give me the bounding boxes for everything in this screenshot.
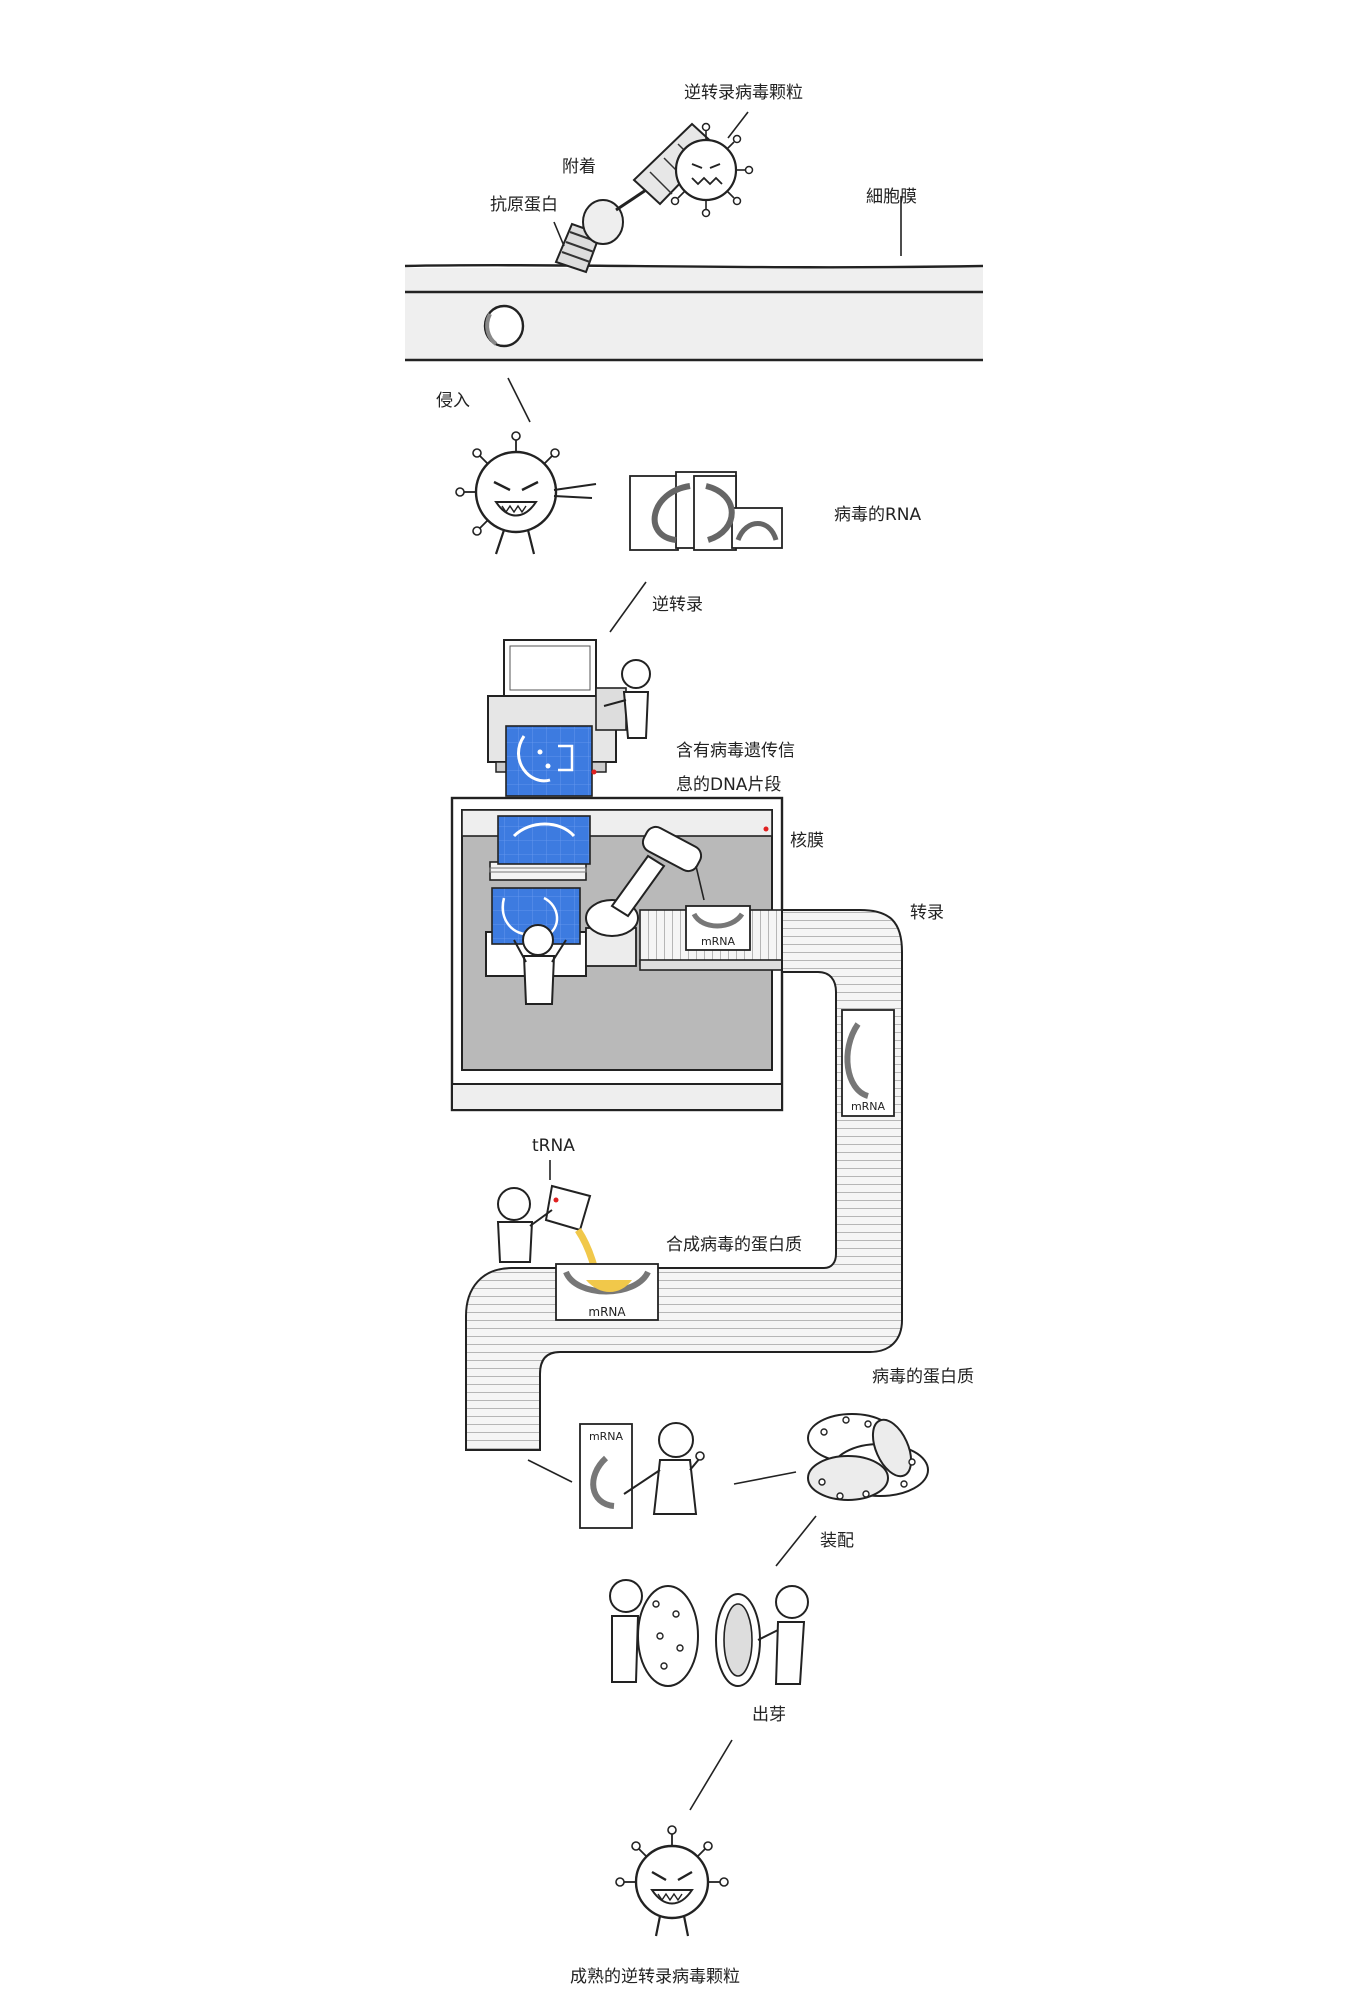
leader-line [528, 1460, 572, 1482]
mrna-card-vertical: mRNA [842, 1010, 894, 1116]
label-antigen-protein: 抗原蛋白 [490, 190, 558, 215]
mrna-tag: mRNA [588, 1305, 626, 1319]
leader-line [554, 222, 564, 246]
budding-scene [616, 1740, 732, 1936]
leader-line [728, 112, 748, 138]
retrovirus-invader [456, 432, 596, 554]
label-dna-fragment-line2: 息的DNA片段 [676, 770, 781, 795]
leader-line [776, 1516, 816, 1566]
blueprint-stack [490, 816, 590, 880]
assembly-workers [610, 1580, 808, 1686]
marker-dot [554, 1198, 559, 1203]
label-viral-rna: 病毒的RNA [834, 500, 921, 525]
label-mature-particle: 成熟的逆转录病毒颗粒 [570, 1962, 740, 1987]
label-transcription: 转录 [910, 898, 944, 923]
viral-rna-tiles [630, 472, 782, 550]
mrna-tag: mRNA [851, 1100, 886, 1113]
mrna-card-translation: mRNA [556, 1264, 658, 1320]
viral-protein-shells [808, 1414, 928, 1500]
leader-line [690, 1740, 732, 1810]
leader-line [508, 378, 530, 422]
label-retrovirus-particle: 逆转录病毒颗粒 [684, 78, 803, 103]
mrna-panel-worker: mRNA [580, 1423, 704, 1528]
dna-blueprint [506, 726, 592, 796]
label-nuclear-membrane: 核膜 [790, 826, 824, 851]
reverse-transcription-scene [488, 582, 650, 796]
marker-dot [764, 827, 769, 832]
label-viral-protein: 病毒的蛋白质 [872, 1362, 974, 1387]
label-attach: 附着 [562, 152, 596, 177]
label-cell-membrane: 細胞膜 [866, 182, 917, 207]
label-invade: 侵入 [436, 386, 470, 411]
attachment-scene [405, 112, 983, 360]
marker-dot [592, 770, 597, 775]
trna-worker [498, 1186, 590, 1262]
mrna-tag: mRNA [701, 935, 736, 948]
mature-retrovirus-particle [616, 1826, 728, 1936]
mrna-tag: mRNA [589, 1430, 624, 1443]
label-synthesize-protein: 合成病毒的蛋白质 [666, 1230, 802, 1255]
invasion-scene [456, 378, 782, 554]
label-dna-fragment-line1: 含有病毒遗传信 [676, 736, 795, 761]
membrane-pore [485, 306, 523, 346]
label-assembly: 装配 [820, 1526, 854, 1551]
assembly-scene: mRNA [528, 1414, 928, 1686]
nucleus-scene: mRNA [452, 798, 782, 1110]
mrna-card: mRNA [686, 906, 750, 950]
nucleus-conveyor: mRNA [640, 906, 782, 970]
leader-line [734, 1472, 796, 1484]
leader-line [610, 582, 646, 632]
label-budding: 出芽 [752, 1700, 786, 1725]
label-trna: tRNA [532, 1136, 575, 1156]
label-reverse-transcription: 逆转录 [652, 590, 703, 615]
